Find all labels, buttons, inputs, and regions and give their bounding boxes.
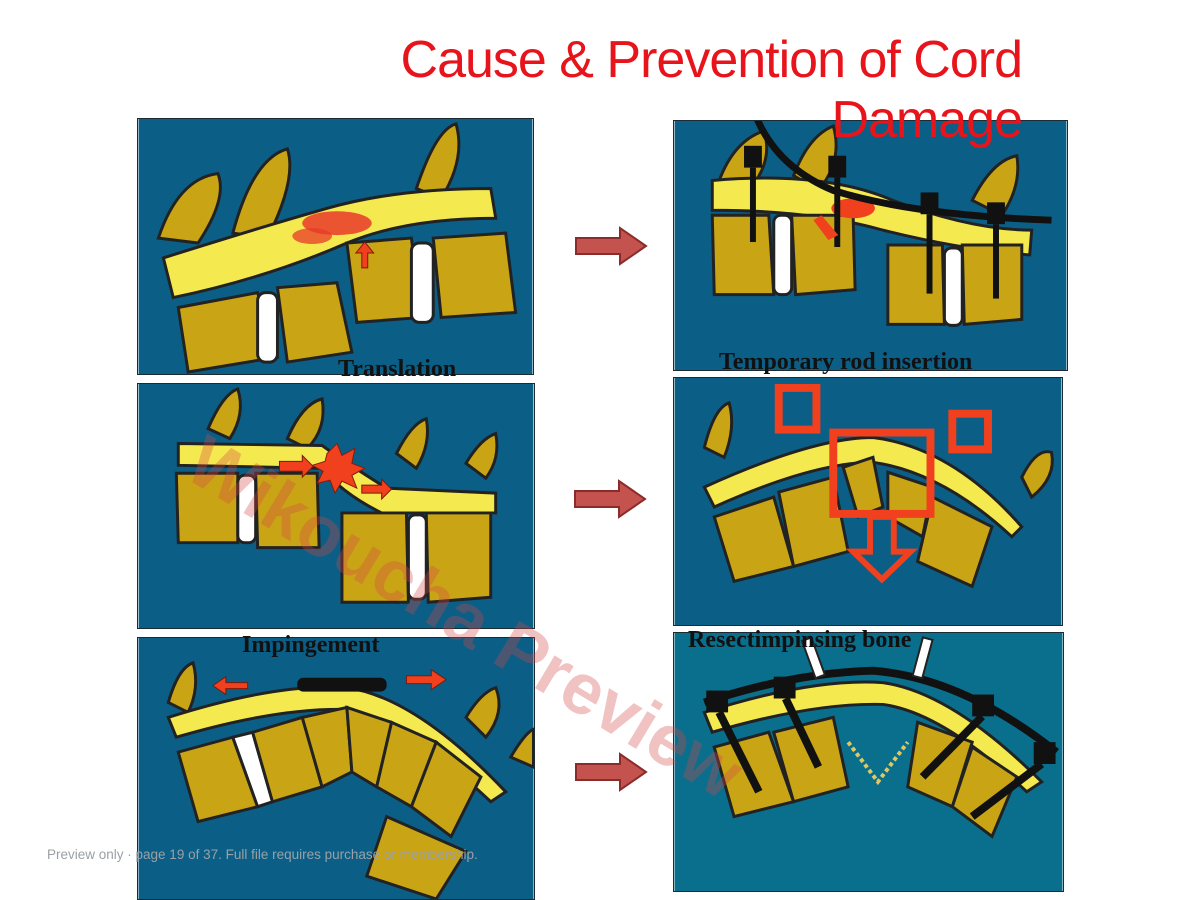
temporary-rod-illustration	[674, 121, 1067, 370]
translation-illustration	[138, 119, 533, 374]
transition-arrow-2	[574, 479, 647, 519]
panel-final-fixation	[673, 632, 1064, 892]
panel-impingement	[137, 383, 535, 629]
preview-note: Preview only · page 19 of 37. Full file …	[47, 847, 478, 862]
caption-impingement: Impingement	[242, 632, 380, 658]
panel-translation	[137, 118, 534, 375]
caption-temporary-rod: Temporary rod insertion	[719, 349, 973, 375]
transition-arrow-3	[575, 752, 648, 792]
panel-resect	[673, 377, 1063, 626]
caption-resect: Resectimpinsing bone	[688, 627, 912, 653]
caption-translation: Translation	[338, 356, 457, 382]
panel-correction	[137, 637, 535, 900]
transition-arrow-1	[575, 226, 648, 266]
correction-illustration	[138, 638, 534, 899]
final-fixation-illustration	[674, 633, 1063, 891]
panel-temporary-rod	[673, 120, 1068, 371]
page-title: Cause & Prevention of Cord Damage	[400, 31, 1023, 149]
impingement-illustration	[138, 384, 534, 628]
resect-illustration	[674, 378, 1062, 625]
